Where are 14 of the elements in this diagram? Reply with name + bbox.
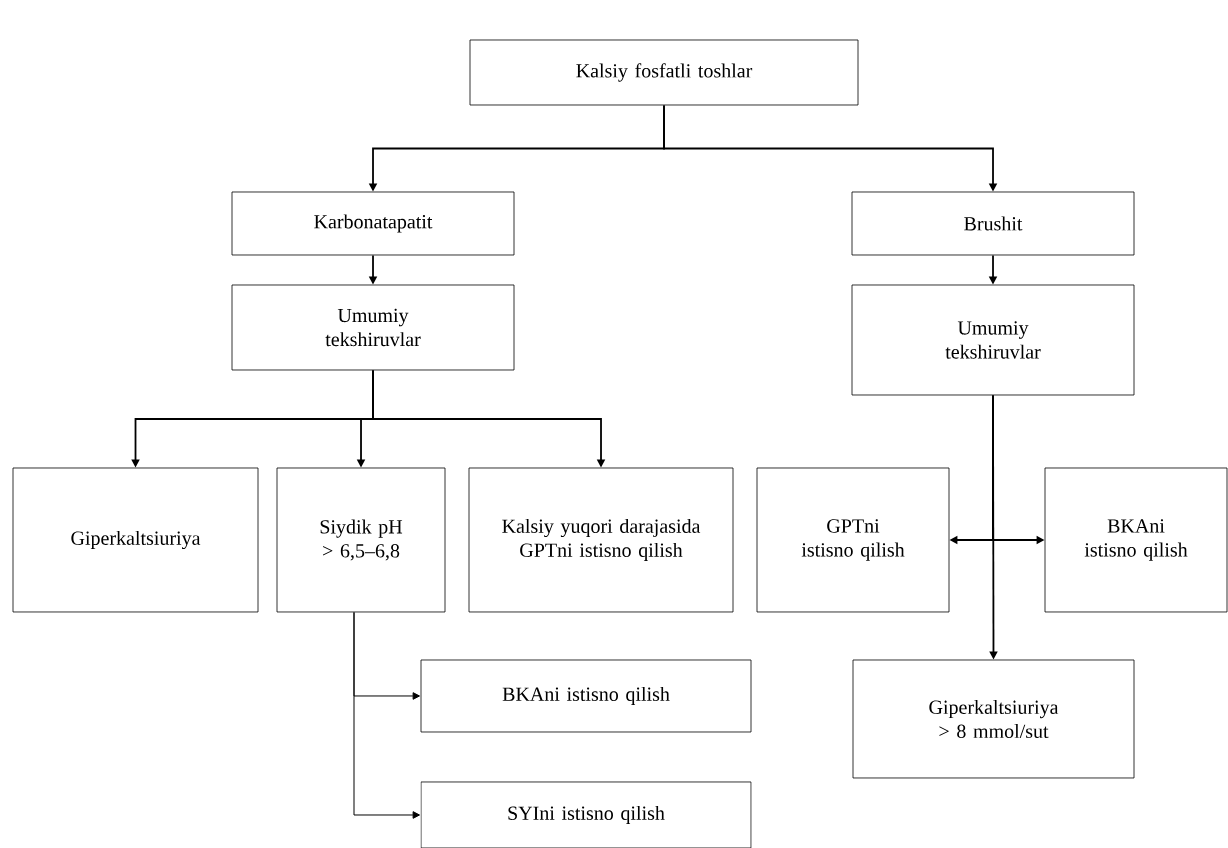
process-box: Karbonatapatit [231, 191, 515, 256]
process-box: Brushit [851, 191, 1135, 256]
process-box: GPTni istisno qilish [756, 467, 950, 613]
process-box: Giperkaltsiuriya > 8 mmol/sut [852, 659, 1135, 779]
process-box: Siydik pH > 6,5–6,8 [276, 467, 446, 613]
process-box: Kalsiy fosfatli toshlar [469, 39, 859, 106]
process-box: BKAni istisno qilish [1044, 467, 1228, 613]
process-box: Kalsiy yuqori darajasida GPTni istisno qilish [468, 467, 734, 613]
process-box: BKAni istisno qilish [420, 659, 752, 733]
process-box: Giperkaltsiuriya [12, 467, 259, 613]
arrow [353, 611, 420, 819]
process-box: Umumiy tekshiruvlar [231, 284, 515, 371]
process-box: SYIni istisno qilish [420, 781, 752, 848]
process-box: Umumiy tekshiruvlar [851, 284, 1135, 396]
